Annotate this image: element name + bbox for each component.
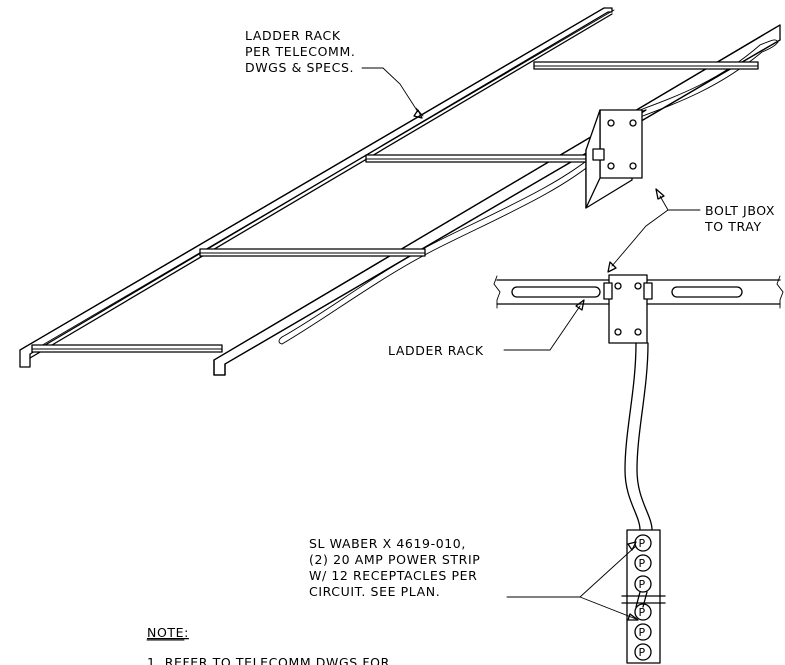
label-power-strip: SL WABER X 4619-010, (2) 20 AMP POWER ST… [309,536,480,599]
label-power-strip-line1: SL WABER X 4619-010, [309,536,466,551]
label-ladder-rack-line1: LADDER RACK [245,28,341,43]
label-power-strip-line4: CIRCUIT. SEE PLAN. [309,584,440,599]
svg-text:P: P [639,537,646,550]
label-ladder-rack-top: LADDER RACK PER TELECOMM. DWGS & SPECS. [245,28,355,75]
rung-2 [199,248,426,257]
note-block: NOTE: 1. REFER TO TELECOMM DWGS FOR [146,625,390,665]
duplex-receptacle-icon: P P P P P P [634,534,652,661]
rung-1 [31,344,223,353]
label-power-strip-line3: W/ 12 RECEPTACLES PER [309,568,477,583]
note-heading: NOTE: [147,625,189,640]
rung-4 [533,61,759,70]
svg-text:P: P [639,578,646,591]
svg-text:P: P [639,646,646,659]
power-strip [621,529,666,664]
label-power-strip-line2: (2) 20 AMP POWER STRIP [309,552,480,567]
label-bolt-jbox-line2: TO TRAY [704,219,762,234]
svg-text:P: P [639,626,646,639]
label-ladder-rack-line2: PER TELECOMM. [245,44,355,59]
leader-lines [361,67,701,621]
note-text: 1. REFER TO TELECOMM DWGS FOR [147,655,390,665]
svg-text:P: P [639,557,646,570]
ladder-rack-side-view [493,274,784,531]
svg-text:P: P [639,606,646,619]
ladder-rack-isometric [19,7,781,376]
label-bolt-jbox-line1: BOLT JBOX [705,203,775,218]
label-ladder-rack-side: LADDER RACK [388,343,484,358]
label-bolt-jbox: BOLT JBOX TO TRAY [704,203,775,234]
label-ladder-rack-line3: DWGS & SPECS. [245,60,354,75]
rung-3 [365,154,599,163]
junction-box-isometric [585,109,647,209]
